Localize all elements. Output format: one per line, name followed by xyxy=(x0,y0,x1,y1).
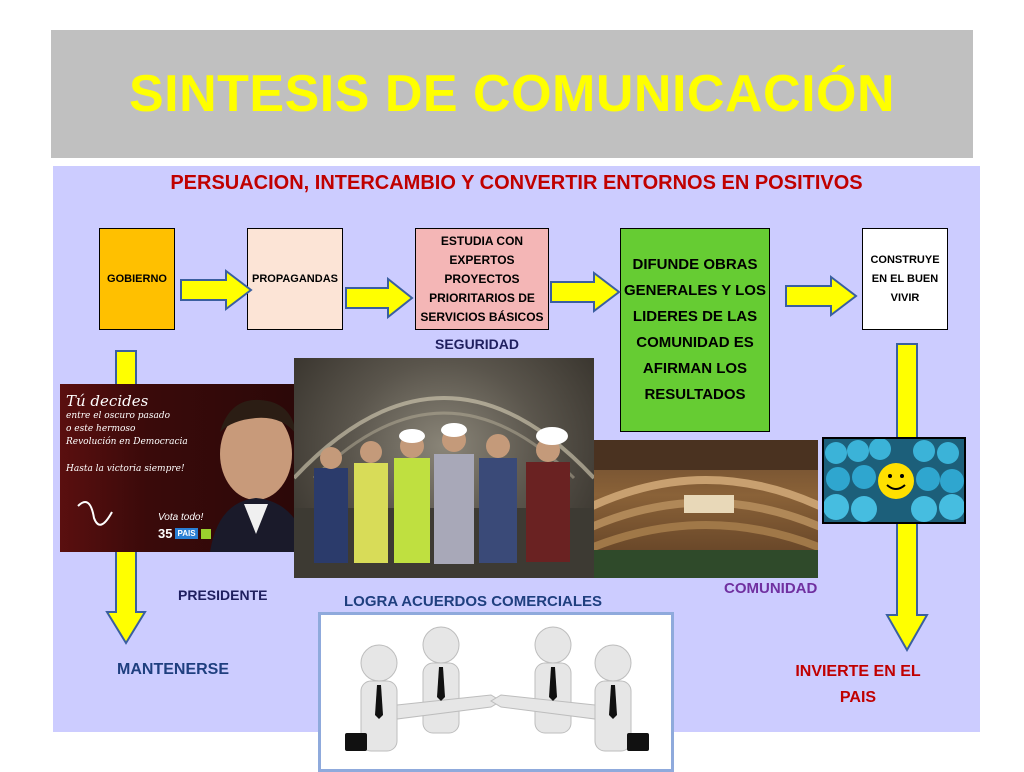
president-poster-image: Tú decides entre el oscuro pasado o este… xyxy=(60,384,310,552)
box-construye: CONSTRUYE EN EL BUEN VIVIR xyxy=(862,228,948,330)
label-seguridad: SEGURIDAD xyxy=(435,336,520,352)
label-presidente: PRESIDENTE xyxy=(178,587,268,603)
label-mantenerse: MANTENERSE xyxy=(117,661,230,678)
box-gobierno: GOBIERNO xyxy=(99,228,175,330)
handshake-figures-icon xyxy=(345,626,649,752)
right-arrow-icon xyxy=(180,268,253,312)
right-arrow-icon xyxy=(345,276,414,320)
smiley-ball-icon xyxy=(824,439,964,522)
label-invierte: INVIERTE EN EL PAIS xyxy=(795,663,921,706)
poster-line: entre el oscuro pasado xyxy=(66,411,171,421)
poster-line: o este hermoso xyxy=(66,424,136,434)
handshake-figures-image xyxy=(318,612,674,772)
assembly-hall-image xyxy=(594,440,818,578)
poster-line: Tú decides xyxy=(66,392,149,410)
right-arrow-icon xyxy=(550,270,621,314)
poster-line: Revolución en Democracia xyxy=(66,437,188,447)
poster-line: Hasta la victoria siempre! xyxy=(66,464,185,474)
right-arrow-icon xyxy=(785,274,858,318)
box-propagandas: PROPAGANDAS xyxy=(247,228,343,330)
poster-party: PAIS xyxy=(175,528,198,539)
box-difunde: DIFUNDE OBRAS GENERALES Y LOS LIDERES DE… xyxy=(620,228,770,432)
page-title: SINTESIS DE COMUNICACIÓN xyxy=(128,65,896,123)
tunnel-workers-image xyxy=(294,358,594,578)
poster-vota-text: Vota todo! xyxy=(158,512,204,523)
label-logra-acuerdos: LOGRA ACUERDOS COMERCIALES xyxy=(344,593,603,610)
smiley-balls-image xyxy=(822,437,966,524)
poster-number: 35 xyxy=(158,526,173,541)
diagram-subtitle: PERSUACION, INTERCAMBIO Y CONVERTIR ENTO… xyxy=(170,172,863,194)
title-bar xyxy=(51,30,973,158)
box-estudia: ESTUDIA CON EXPERTOS PROYECTOS PRIORITAR… xyxy=(415,228,549,330)
label-comunidad: COMUNIDAD xyxy=(724,580,818,597)
